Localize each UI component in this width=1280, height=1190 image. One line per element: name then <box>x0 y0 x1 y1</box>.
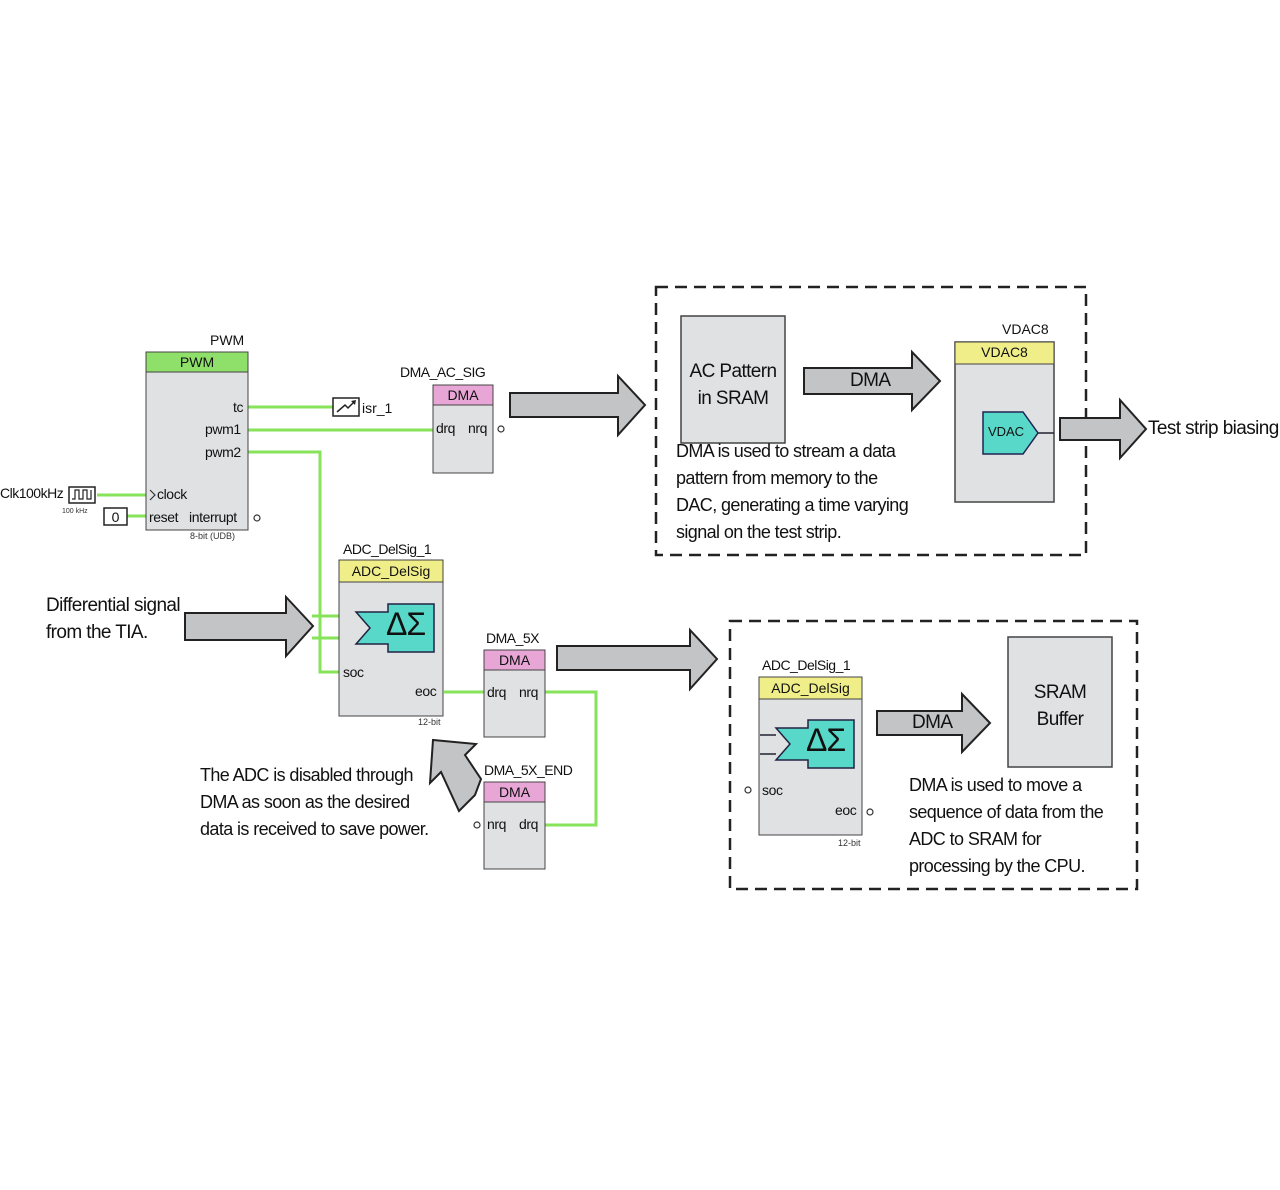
dma-5x-pin-drq: drq <box>487 684 507 700</box>
note-adc-to-sram: DMA is used to move a sequence of data f… <box>909 772 1104 880</box>
group-adc-to-sram <box>728 619 1139 891</box>
test-strip-label: Test strip biasing <box>1148 418 1279 439</box>
note-sram-line-1: DMA is used to move a <box>909 775 1082 795</box>
note-adc-line-3: data is received to save power. <box>200 819 429 839</box>
note-dac-line-2: pattern from memory to the <box>676 468 878 488</box>
adc-right-header: ADC_DelSig <box>771 680 850 696</box>
clock-label: Clk100kHz <box>0 485 64 501</box>
wire-nrq-drq <box>545 690 598 827</box>
adc-left-instance: ADC_DelSig_1 <box>343 541 432 557</box>
pwm-pin-pwm2: pwm2 <box>205 444 241 460</box>
dma-5x-end-instance: DMA_5X_END <box>484 762 573 778</box>
vdac-header-bg <box>954 341 1055 365</box>
ac-pattern-line1: AC Pattern <box>689 361 778 382</box>
dma-ac-sig-header: DMA <box>447 387 479 403</box>
arrow-dma-bottom-label: DMA <box>912 712 953 733</box>
adc-right-pin-soc: soc <box>762 782 783 798</box>
arrow-adc-to-sram <box>876 691 992 755</box>
signal-wires <box>97 405 598 827</box>
vdac-inner-shape <box>982 411 1039 455</box>
group-dac-stream <box>654 285 1088 557</box>
note-dac-line-4: signal on the test strip. <box>676 522 842 542</box>
note-adc-line-1: The ADC is disabled through <box>200 765 414 785</box>
dma-5x-end-pin-drq: drq <box>519 816 539 832</box>
arrow-diff-signal <box>184 594 315 659</box>
pwm-pin-pwm1: pwm1 <box>205 421 241 437</box>
adc-left-modulator <box>354 603 435 653</box>
reset-const-value: 0 <box>111 509 120 525</box>
pwm-instance-name: PWM <box>210 332 245 348</box>
arrow-to-dac-group <box>509 373 647 438</box>
sram-buffer-line1: SRAM <box>1033 682 1087 703</box>
pwm-header-bg <box>145 351 249 373</box>
note-sram-line-2: sequence of data from the <box>909 802 1104 822</box>
dma-ac-sig-pin-drq: drq <box>436 420 456 436</box>
arrow-to-sram-group <box>556 627 719 692</box>
wire-pwm2-soc <box>248 450 340 674</box>
adc-right-footer: 12-bit <box>838 838 861 848</box>
arrow-note-to-adc <box>428 738 483 813</box>
isr-label: isr_1 <box>362 400 393 416</box>
dma-5x-end-pin-nrq: nrq <box>487 816 507 832</box>
note-adc-line-2: DMA as soon as the desired <box>200 792 410 812</box>
diff-signal-line1: Differential signal <box>46 595 181 616</box>
reset-const-box <box>103 507 128 526</box>
note-sram-line-4: processing by the CPU. <box>909 856 1085 876</box>
adc-left-footer: 12-bit <box>418 717 441 727</box>
arrow-dma-top-label: DMA <box>850 370 891 391</box>
arrow-sram-to-vdac <box>803 349 942 413</box>
dma-5x-instance: DMA_5X <box>486 630 540 646</box>
dma-5x-end-header: DMA <box>498 784 531 800</box>
pwm-pin-interrupt: interrupt <box>189 509 237 525</box>
dma-5x-header-bg <box>483 649 546 671</box>
dma-5x-end-header-bg <box>483 781 546 803</box>
adc-left-pin-eoc: eoc <box>415 683 437 699</box>
dma-ac-sig-instance: DMA_AC_SIG <box>400 364 486 380</box>
flow-arrows <box>184 349 1148 813</box>
note-dac-line-3: DAC, generating a time varying <box>676 495 909 515</box>
adc-right-pin-eoc: eoc <box>835 802 857 818</box>
pwm-pin-clock: clock <box>157 486 187 502</box>
note-sram-line-3: ADC to SRAM for <box>909 829 1042 849</box>
clock-sublabel: 100 kHz <box>62 508 88 515</box>
pwm-block-body <box>145 351 249 531</box>
dma-5x-pin-nrq: nrq <box>519 684 539 700</box>
sram-buffer-line2: Buffer <box>1036 709 1084 730</box>
adc-right-header-bg <box>758 676 863 700</box>
pwm-pin-tc: tc <box>233 399 244 415</box>
diff-signal-line2: from the TIA. <box>46 622 148 643</box>
sram-buffer-box <box>1007 636 1113 768</box>
adc-left-header: ADC_DelSig <box>351 563 431 579</box>
adc-right-instance: ADC_DelSig_1 <box>762 657 851 673</box>
vdac-instance: VDAC8 <box>1002 321 1049 337</box>
adc-left-header-bg <box>338 559 444 583</box>
dma-ac-sig-pin-nrq: nrq <box>468 420 488 436</box>
pwm-pin-reset: reset <box>149 509 179 525</box>
note-dac-stream: DMA is used to stream a data pattern fro… <box>676 438 909 546</box>
adc-right-symbol: ΔΣ <box>806 722 846 758</box>
vdac-header: VDAC8 <box>981 344 1028 360</box>
adc-right-modulator <box>774 719 855 769</box>
pwm-header: PWM <box>179 354 215 370</box>
dma-ac-sig-header-bg <box>432 384 494 406</box>
ac-pattern-line2: in SRAM <box>697 388 769 409</box>
arrow-to-test-strip <box>1059 397 1148 461</box>
pwm-footer: 8-bit (UDB) <box>190 531 236 541</box>
adc-left-symbol: ΔΣ <box>386 606 426 642</box>
dma-5x-header: DMA <box>498 652 531 668</box>
ac-pattern-box <box>680 315 786 444</box>
adc-left-pin-soc: soc <box>343 664 364 680</box>
note-dac-line-1: DMA is used to stream a data <box>676 441 896 461</box>
vdac-inner-label: VDAC <box>987 424 1025 439</box>
note-adc-disable: The ADC is disabled through DMA as soon … <box>200 762 429 843</box>
